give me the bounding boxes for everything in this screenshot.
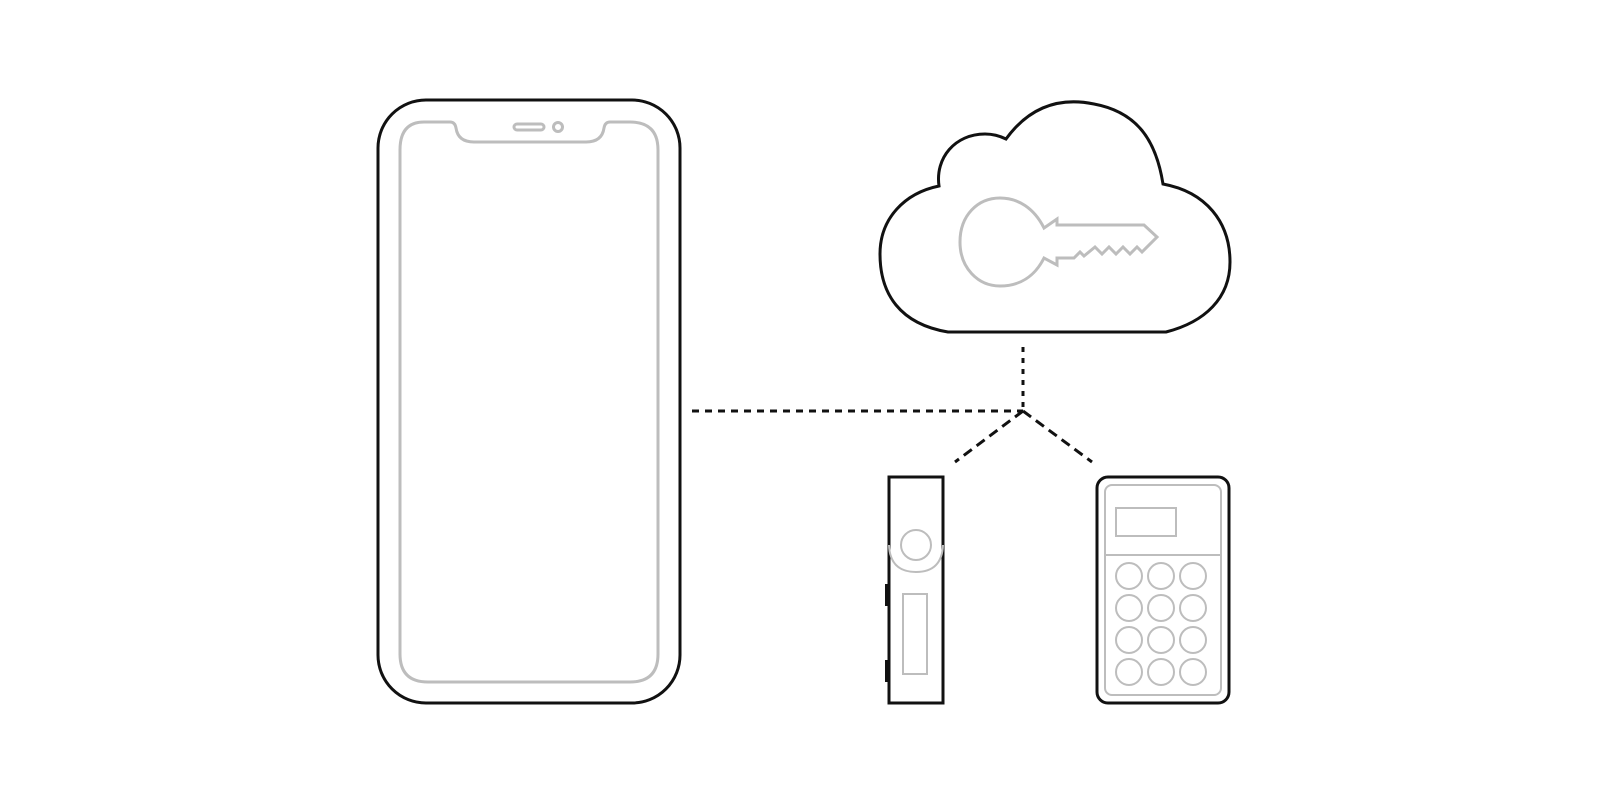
- keypad-key: [1115, 626, 1143, 654]
- stick-side-button-top: [885, 584, 889, 606]
- phone-camera: [552, 121, 564, 133]
- key-icon: [958, 196, 1160, 288]
- keypad-key: [1179, 658, 1207, 686]
- keypad-key: [1179, 562, 1207, 590]
- hardware-wallet-keypad-icon: [1095, 475, 1231, 705]
- keypad-key: [1179, 626, 1207, 654]
- keypad-body: [1095, 475, 1231, 705]
- keypad-key: [1147, 562, 1175, 590]
- stick-screen: [902, 593, 928, 675]
- keypad-screen: [1115, 507, 1177, 537]
- keypad-key: [1115, 658, 1143, 686]
- stick-body: [887, 475, 945, 705]
- keypad-key: [1115, 562, 1143, 590]
- edge-junction-to-keypad: [1022, 409, 1093, 464]
- phone-outer-frame: [376, 98, 682, 705]
- edge-junction-to-stick: [954, 409, 1024, 464]
- keypad-key: [1115, 594, 1143, 622]
- stick-side-button-bottom: [885, 660, 889, 682]
- keypad-key: [1147, 626, 1175, 654]
- stick-button: [900, 529, 932, 561]
- keypad-key: [1179, 594, 1207, 622]
- keypad-key: [1147, 658, 1175, 686]
- phone-screen-outline: [398, 120, 660, 684]
- keypad-inner-bezel: [1104, 484, 1222, 696]
- hardware-wallet-stick-icon: [885, 475, 945, 705]
- cloud-outline: [878, 100, 1232, 334]
- cloud-key-icon: [878, 100, 1232, 334]
- keypad-key: [1147, 594, 1175, 622]
- smartphone-icon: [376, 98, 682, 705]
- stick-swivel-cap: [888, 544, 944, 574]
- phone-speaker: [512, 122, 546, 132]
- keypad-keys: [1115, 562, 1207, 686]
- connection-lines: [692, 347, 1093, 464]
